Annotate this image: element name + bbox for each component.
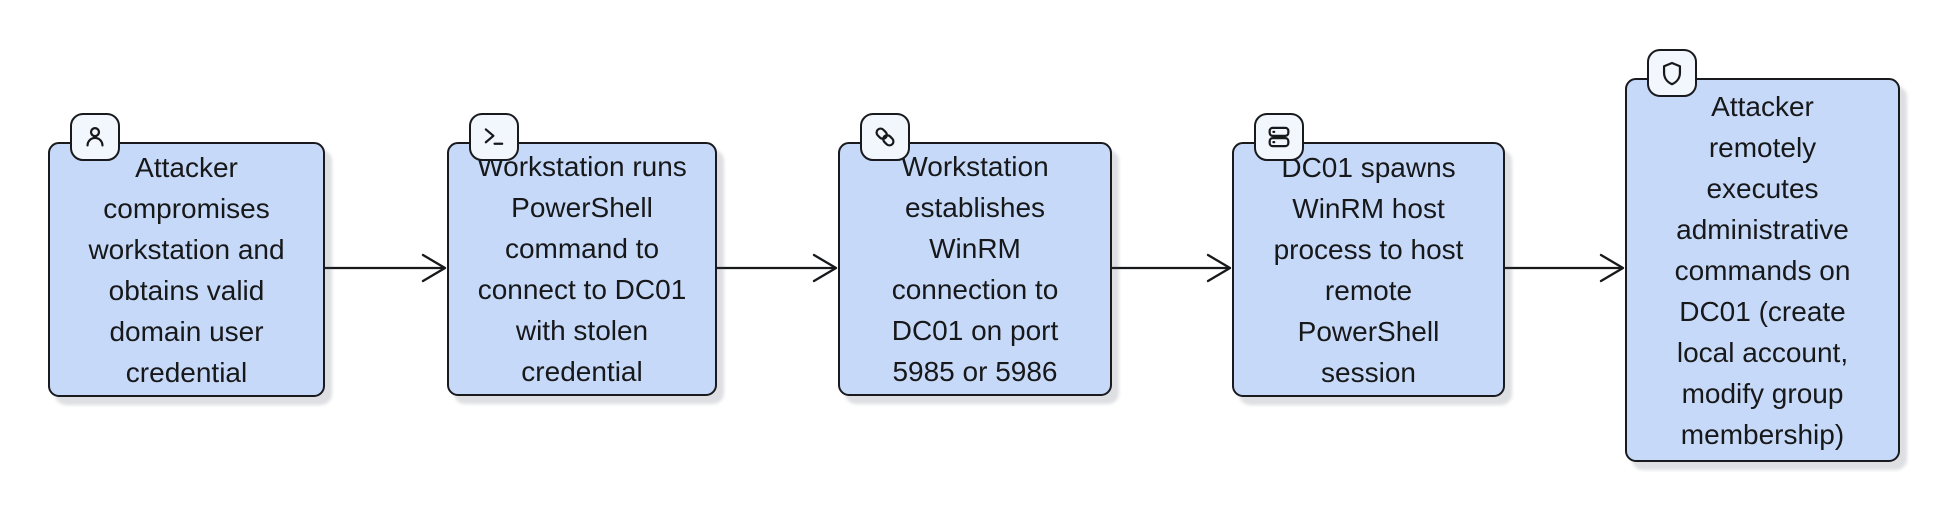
- terminal-icon: [484, 128, 504, 145]
- link-icon: [875, 127, 895, 147]
- node-label: Attacker remotely executes administrativ…: [1674, 90, 1851, 450]
- node-icon-badge: [469, 113, 519, 161]
- node-label: Workstation runs PowerShell command to c…: [477, 151, 687, 387]
- node-label: Workstation establishes WinRM connection…: [891, 151, 1059, 387]
- shield-icon: [1662, 61, 1682, 86]
- flow-node-step-5: Attacker remotely executes administrativ…: [1625, 49, 1900, 462]
- user-icon: [86, 127, 104, 147]
- flow-node-step-1: Attacker compromises workstation and obt…: [48, 113, 325, 397]
- flow-arrow-1: [325, 253, 447, 283]
- flow-arrow-2: [716, 253, 838, 283]
- flow-node-step-2: Workstation runs PowerShell command to c…: [447, 113, 717, 396]
- node-label: DC01 spawns WinRM host process to host r…: [1273, 151, 1464, 388]
- node-icon-badge: [1647, 49, 1697, 97]
- flow-node-step-4: DC01 spawns WinRM host process to host r…: [1232, 113, 1505, 397]
- node-label: Attacker compromises workstation and obt…: [88, 151, 285, 388]
- flow-arrow-3: [1110, 253, 1232, 283]
- server-icon: [1268, 126, 1290, 148]
- node-icon-badge: [70, 113, 120, 161]
- node-icon-badge: [1254, 113, 1304, 161]
- flow-arrow-4: [1503, 253, 1625, 283]
- node-icon-badge: [860, 113, 910, 161]
- flow-node-step-3: Workstation establishes WinRM connection…: [838, 113, 1112, 396]
